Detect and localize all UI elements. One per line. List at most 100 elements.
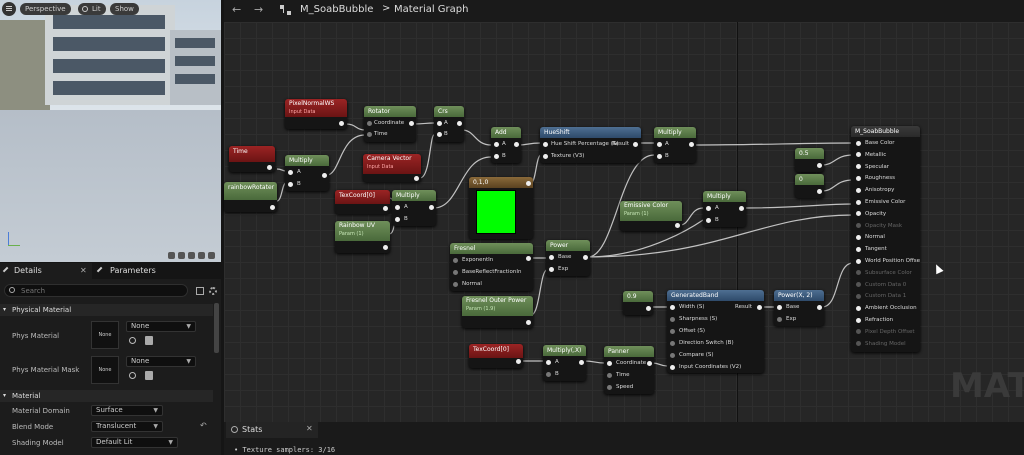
output-pin[interactable] xyxy=(270,205,275,210)
input-pin[interactable] xyxy=(777,317,782,322)
blend-mode-dropdown[interactable]: Translucent▼ xyxy=(91,421,163,432)
node-constant[interactable]: 0.9 xyxy=(623,291,653,315)
viewport-icon-4[interactable] xyxy=(198,252,205,259)
input-pin[interactable] xyxy=(670,365,675,370)
search-box[interactable] xyxy=(4,284,188,297)
input-pin[interactable] xyxy=(453,282,458,287)
input-pin[interactable] xyxy=(395,217,400,222)
settings-gear-icon[interactable] xyxy=(209,287,217,295)
output-pin[interactable] xyxy=(339,121,344,126)
breadcrumb-asset[interactable]: M_SoabBubble xyxy=(300,4,374,15)
close-icon[interactable]: ✕ xyxy=(306,424,313,433)
perspective-button[interactable]: Perspective xyxy=(20,3,71,15)
input-pin[interactable] xyxy=(607,373,612,378)
output-pin[interactable] xyxy=(633,142,638,147)
shading-model-dropdown[interactable]: Default Lit▼ xyxy=(91,437,178,448)
input-pin[interactable] xyxy=(777,305,782,310)
output-pin[interactable] xyxy=(516,359,521,364)
menu-icon[interactable] xyxy=(2,2,16,16)
node-cross[interactable]: Crs A B xyxy=(434,106,464,142)
use-selected-icon[interactable] xyxy=(129,372,136,379)
node-multiply[interactable]: Multiply A B xyxy=(285,155,329,191)
output-pin[interactable] xyxy=(526,320,531,325)
input-pin[interactable] xyxy=(367,132,372,137)
input-pin[interactable] xyxy=(856,293,861,299)
input-pin[interactable] xyxy=(670,353,675,358)
node-texcoord[interactable]: TexCoord[0] xyxy=(469,344,523,368)
section-material[interactable]: ▾ Material xyxy=(0,390,213,402)
lit-button[interactable]: Lit xyxy=(78,3,106,15)
input-pin[interactable] xyxy=(856,175,861,181)
input-pin[interactable] xyxy=(288,170,293,175)
output-pin[interactable] xyxy=(579,360,584,365)
output-pin[interactable] xyxy=(514,142,519,147)
node-multiply[interactable]: Multiply A B xyxy=(392,190,436,226)
output-pin[interactable] xyxy=(675,223,680,228)
node-hueshift[interactable]: HueShift Hue Shift Percentage (S) Textur… xyxy=(540,127,641,163)
phys-material-dropdown[interactable]: None▼ xyxy=(126,321,196,332)
input-pin[interactable] xyxy=(670,329,675,334)
input-pin[interactable] xyxy=(494,154,499,159)
input-pin[interactable] xyxy=(856,270,861,276)
output-pin[interactable] xyxy=(414,176,419,181)
input-pin[interactable] xyxy=(549,255,554,260)
input-pin[interactable] xyxy=(453,258,458,263)
node-add[interactable]: Add A B xyxy=(491,127,521,163)
breadcrumb-graph[interactable]: Material Graph xyxy=(394,4,469,15)
browse-icon[interactable] xyxy=(145,371,153,380)
input-pin[interactable] xyxy=(706,206,711,211)
input-pin[interactable] xyxy=(549,267,554,272)
node-time[interactable]: Time xyxy=(229,146,275,172)
output-pin[interactable] xyxy=(409,121,414,126)
output-pin[interactable] xyxy=(429,205,434,210)
output-pin[interactable] xyxy=(322,173,327,178)
input-pin[interactable] xyxy=(856,140,861,146)
input-pin[interactable] xyxy=(856,305,861,311)
node-constant[interactable]: 0.5 xyxy=(795,148,824,172)
input-pin[interactable] xyxy=(856,341,861,347)
input-pin[interactable] xyxy=(670,305,675,310)
output-pin[interactable] xyxy=(647,361,652,366)
search-input[interactable] xyxy=(21,286,181,296)
input-pin[interactable] xyxy=(543,154,548,159)
input-pin[interactable] xyxy=(494,142,499,147)
input-pin[interactable] xyxy=(706,218,711,223)
output-pin[interactable] xyxy=(689,142,694,147)
viewport-icon-5[interactable] xyxy=(208,252,215,259)
browse-icon[interactable] xyxy=(145,336,153,345)
tab-stats[interactable]: Stats ✕ xyxy=(226,422,318,438)
input-pin[interactable] xyxy=(546,360,551,365)
node-power[interactable]: Power Base Exp xyxy=(546,240,590,276)
node-panner[interactable]: Panner Coordinate Time Speed xyxy=(604,346,654,394)
output-pin[interactable] xyxy=(526,181,531,186)
output-pin[interactable] xyxy=(583,255,588,260)
tab-parameters[interactable]: Parameters xyxy=(96,263,156,279)
output-pin[interactable] xyxy=(457,121,462,126)
input-pin[interactable] xyxy=(367,121,372,126)
use-selected-icon[interactable] xyxy=(129,337,136,344)
material-domain-dropdown[interactable]: Surface▼ xyxy=(91,405,163,416)
output-pin[interactable] xyxy=(646,306,651,311)
input-pin[interactable] xyxy=(856,223,861,229)
input-pin[interactable] xyxy=(288,182,293,187)
preview-viewport[interactable]: Perspective Lit Show xyxy=(0,0,221,262)
node-constant3vector[interactable]: 0,1,0 xyxy=(469,177,533,239)
input-pin[interactable] xyxy=(657,142,662,147)
viewport-icon-1[interactable] xyxy=(168,252,175,259)
forward-arrow-icon[interactable]: → xyxy=(254,3,264,16)
section-physical-material[interactable]: ▾ Physical Material xyxy=(0,304,213,316)
node-multiply[interactable]: Multiply A B xyxy=(703,191,746,227)
node-multiply-x[interactable]: Multiply(,X) A B xyxy=(543,345,586,381)
node-power-x2[interactable]: Power(X, 2) Base Exp xyxy=(774,290,824,326)
node-rotator[interactable]: Rotator Coordinate Time xyxy=(364,106,416,142)
input-pin[interactable] xyxy=(856,234,861,240)
input-pin[interactable] xyxy=(670,317,675,322)
input-pin[interactable] xyxy=(856,317,861,323)
input-pin[interactable] xyxy=(657,154,662,159)
viewport-icon-2[interactable] xyxy=(178,252,185,259)
node-generatedband[interactable]: GeneratedBand Width (S) Sharpness (S) Of… xyxy=(667,290,764,373)
grid-view-icon[interactable] xyxy=(196,287,204,295)
